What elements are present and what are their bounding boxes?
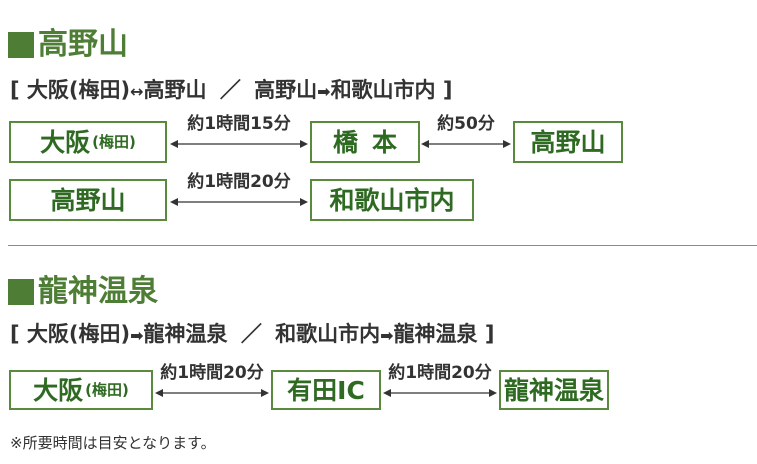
route-separator: ／ bbox=[240, 322, 262, 346]
route-destination: 龍神温泉 bbox=[143, 322, 228, 346]
connector-travel-time: 約1時間15分 bbox=[170, 116, 308, 150]
stop-wakayama-city: 和歌山市内 bbox=[310, 179, 474, 221]
section-divider bbox=[8, 245, 757, 246]
stop-koyasan: 高野山 bbox=[9, 179, 167, 221]
route-origin: 和歌山市内 bbox=[275, 322, 381, 346]
right-arrow-icon: ➡ bbox=[317, 82, 331, 101]
stop-name: 龍神温泉 bbox=[503, 375, 604, 405]
route-origin: 大阪(梅田) bbox=[26, 78, 131, 102]
section-title-text: 龍神温泉 bbox=[38, 274, 158, 309]
stop-osaka-umeda: 大阪(梅田) bbox=[9, 370, 153, 410]
right-arrow-icon: ➡ bbox=[130, 326, 144, 345]
square-bullet-icon bbox=[8, 279, 34, 305]
route-description-koyasan: [ 大阪(梅田)↔高野山 ／ 高野山➡和歌山市内 ] bbox=[10, 80, 452, 101]
square-bullet-icon bbox=[8, 32, 34, 58]
route-destination: 龍神温泉 bbox=[393, 322, 478, 346]
stop-osaka-umeda: 大阪(梅田) bbox=[9, 121, 167, 163]
travel-time-label: 約50分 bbox=[437, 114, 495, 134]
stop-koyasan: 高野山 bbox=[513, 121, 623, 163]
right-arrow-icon: ➡ bbox=[380, 326, 394, 345]
stop-arida-ic: 有田IC bbox=[271, 370, 381, 410]
stop-sub-name: (梅田) bbox=[85, 380, 129, 399]
two-way-arrow-icon bbox=[170, 198, 308, 206]
stop-name: 大阪 bbox=[33, 375, 84, 405]
stop-name: 高野山 bbox=[530, 127, 606, 157]
travel-time-label: 約1時間20分 bbox=[388, 363, 492, 383]
route-separator: ／ bbox=[219, 78, 241, 102]
section-title-ryujin-onsen: 龍神温泉 bbox=[8, 277, 158, 307]
bracket-open: [ bbox=[10, 322, 20, 346]
two-way-arrow-icon: ↔ bbox=[130, 82, 144, 101]
section-title-koyasan: 高野山 bbox=[8, 30, 128, 60]
bracket-close: ] bbox=[442, 78, 453, 102]
travel-time-label: 約1時間20分 bbox=[160, 363, 264, 383]
connector-travel-time: 約1時間20分 bbox=[155, 365, 269, 399]
two-way-arrow-icon bbox=[155, 389, 269, 397]
connector-travel-time: 約1時間20分 bbox=[170, 174, 308, 208]
route-destination: 和歌山市内 bbox=[330, 78, 436, 102]
route-origin: 高野山 bbox=[254, 78, 318, 102]
travel-time-label: 約1時間15分 bbox=[187, 114, 291, 134]
footnote: ※所要時間は目安となります。 bbox=[10, 434, 216, 452]
connector-travel-time: 約1時間20分 bbox=[383, 365, 497, 399]
stop-hashimoto: 橋本 bbox=[310, 121, 420, 163]
stop-name: 橋本 bbox=[332, 127, 411, 157]
two-way-arrow-icon bbox=[383, 389, 497, 397]
stop-name: 有田IC bbox=[287, 375, 365, 405]
bracket-close: ] bbox=[484, 322, 495, 346]
stop-sub-name: (梅田) bbox=[92, 132, 136, 151]
stop-name: 大阪 bbox=[40, 127, 91, 157]
stop-name: 高野山 bbox=[50, 185, 126, 215]
stop-name: 和歌山市内 bbox=[329, 185, 455, 215]
bracket-open: [ bbox=[10, 78, 20, 102]
two-way-arrow-icon bbox=[421, 140, 511, 148]
connector-travel-time: 約50分 bbox=[421, 116, 511, 150]
route-origin: 大阪(梅田) bbox=[26, 322, 131, 346]
stop-ryujin-onsen: 龍神温泉 bbox=[499, 370, 609, 410]
section-title-text: 高野山 bbox=[38, 27, 128, 62]
travel-time-label: 約1時間20分 bbox=[187, 172, 291, 192]
route-description-ryujin: [ 大阪(梅田)➡龍神温泉 ／ 和歌山市内➡龍神温泉 ] bbox=[10, 324, 494, 345]
route-destination: 高野山 bbox=[143, 78, 207, 102]
two-way-arrow-icon bbox=[170, 140, 308, 148]
